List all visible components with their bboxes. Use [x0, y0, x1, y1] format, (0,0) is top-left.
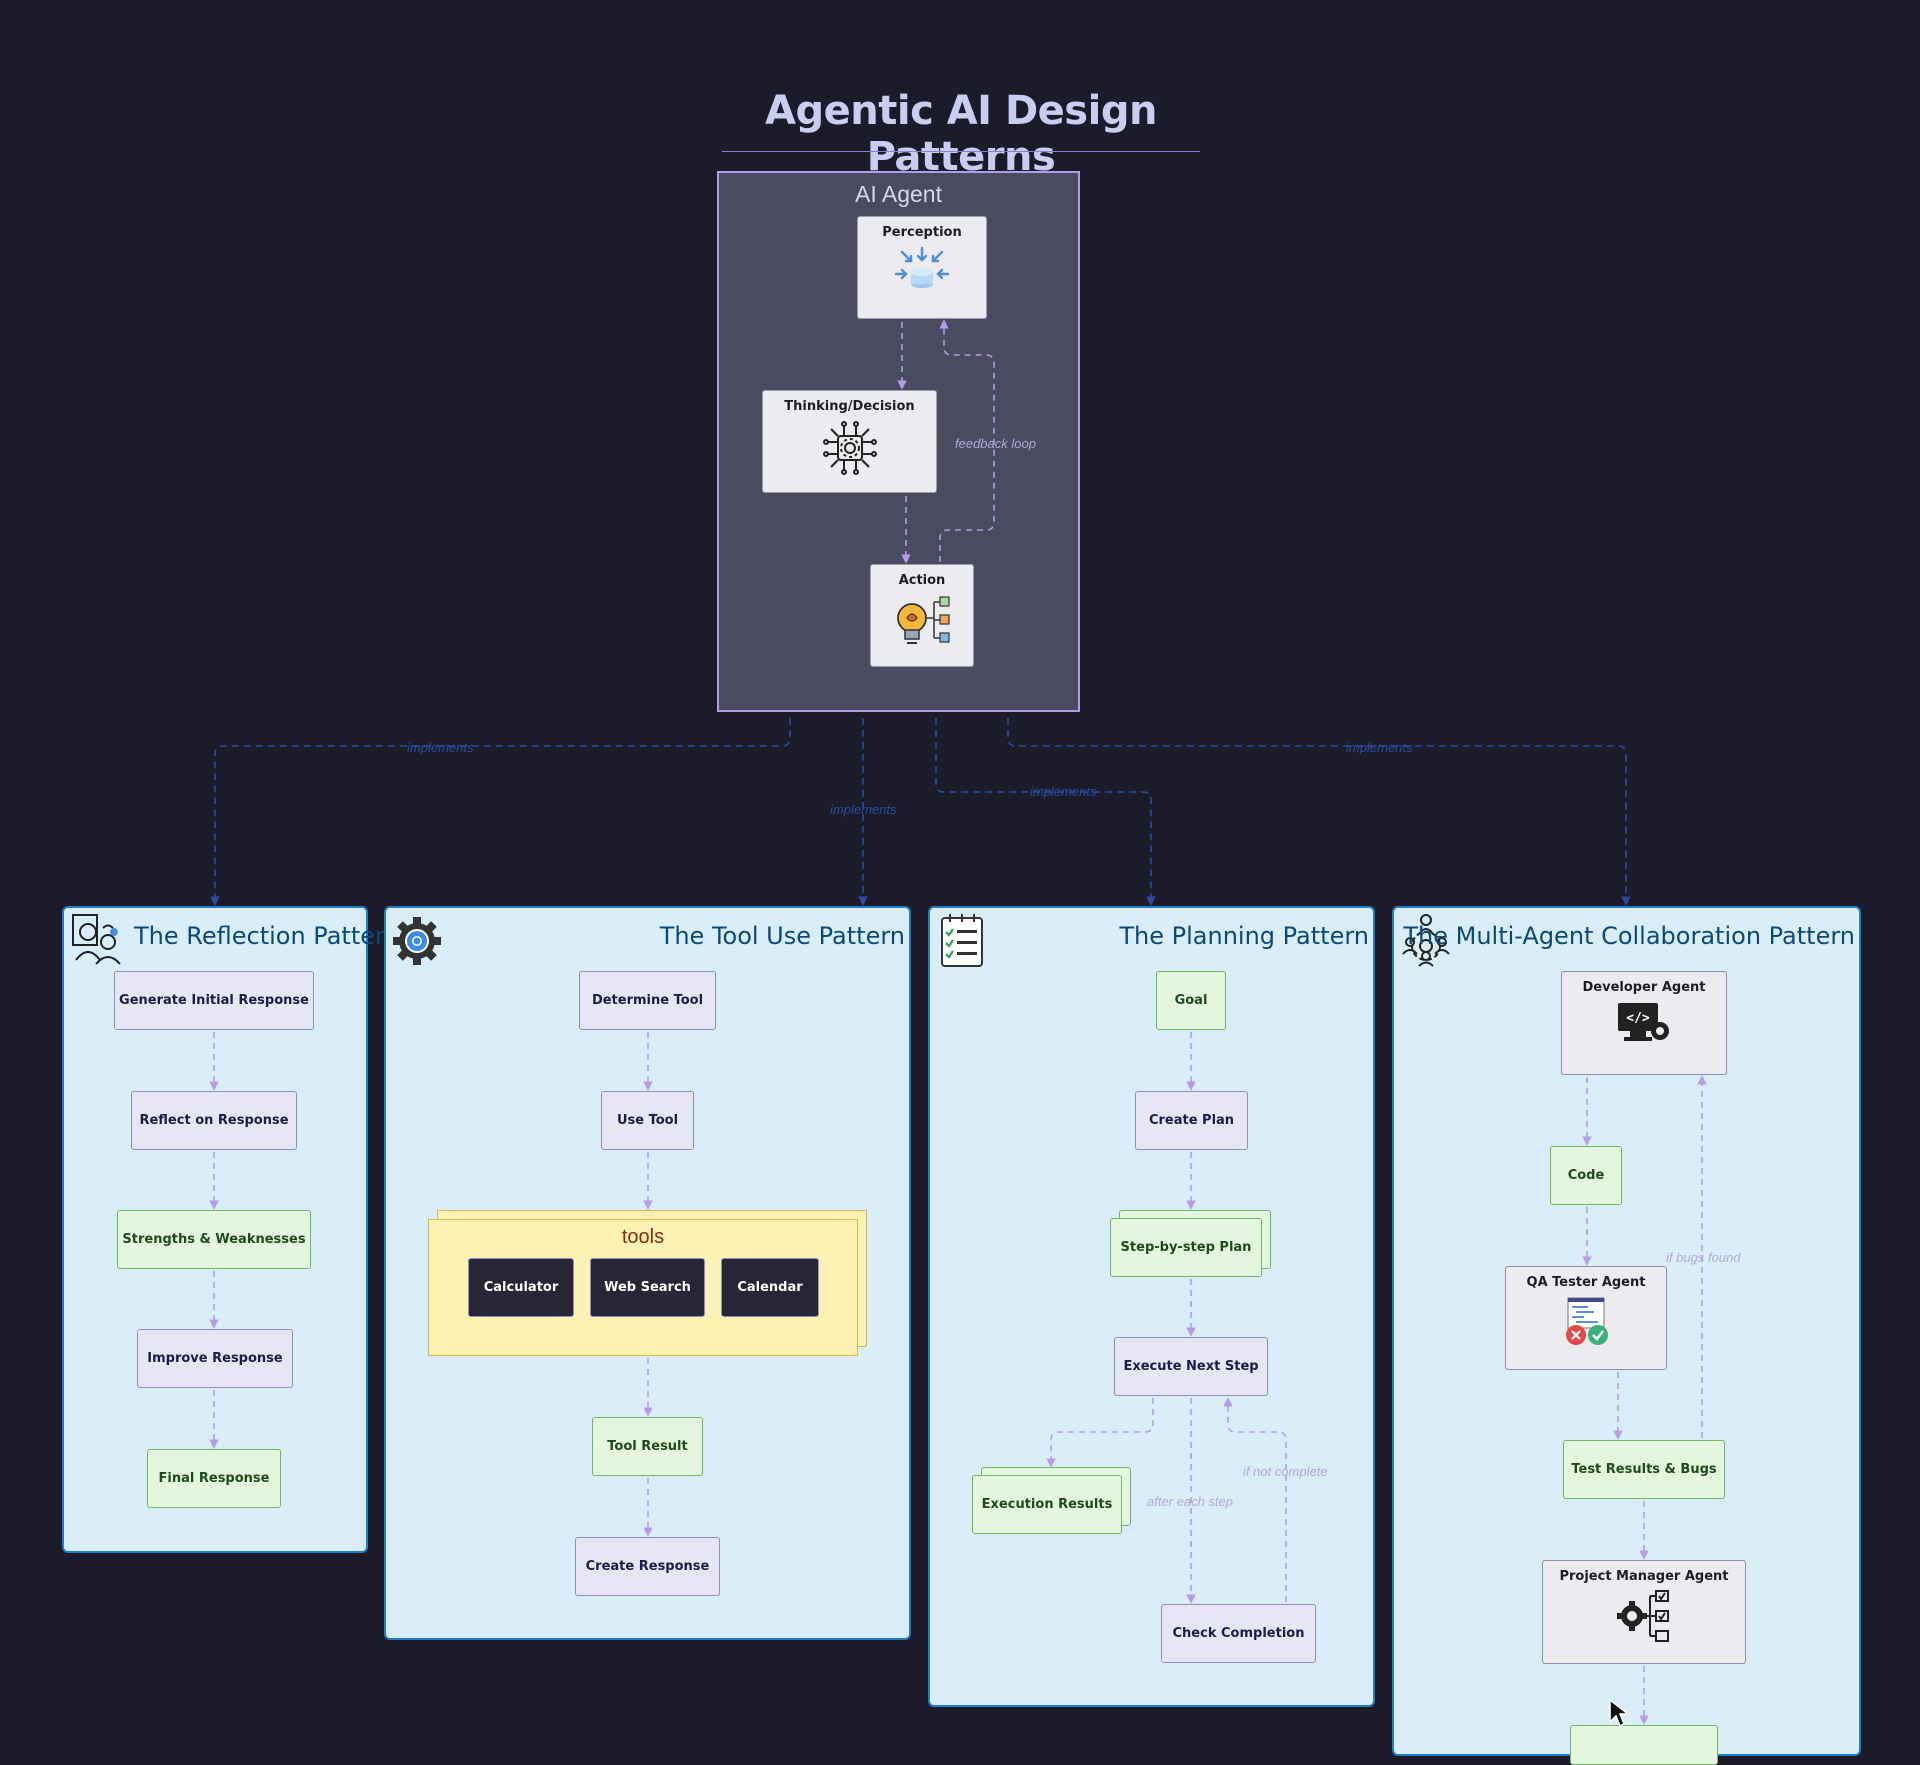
code-monitor-icon: </> [1618, 1003, 1669, 1041]
execution-results-node[interactable]: Execution Results [972, 1475, 1122, 1534]
page-title: Agentic AI Design Patterns [765, 88, 1157, 180]
action-label: Action [898, 573, 946, 588]
implements-edge-reflection [210, 718, 791, 906]
planning-pattern-title: The Planning Pattern [1119, 922, 1369, 950]
lightbulb-idea-icon [897, 596, 950, 644]
gear-browser-icon [393, 917, 441, 965]
reflection-pattern-title: The Reflection Pattern [134, 922, 400, 950]
project-manager-agent-node[interactable]: Project Manager Agent [1542, 1560, 1746, 1664]
developer-agent-node[interactable]: Developer Agent </> [1561, 971, 1727, 1075]
mouse-cursor-icon [1609, 1698, 1630, 1728]
determine-tool-node[interactable]: Determine Tool [579, 971, 716, 1030]
final-response-node[interactable]: Final Response [147, 1449, 281, 1508]
step-by-step-plan-node[interactable]: Step-by-step Plan [1110, 1218, 1262, 1277]
goal-node[interactable]: Goal [1156, 971, 1226, 1030]
multi-agent-pattern-title: The Multi-Agent Collaboration Pattern [1403, 922, 1855, 950]
tools-group-label: tools [621, 1226, 665, 1248]
implements-edge-multi-agent [1007, 718, 1631, 906]
gear-checklist-icon [1617, 1590, 1669, 1642]
improve-response-node[interactable]: Improve Response [137, 1329, 293, 1388]
implements-label-planning: implements [1028, 784, 1099, 799]
tool-use-pattern-title: The Tool Use Pattern [659, 922, 905, 950]
ai-agent-title: AI Agent [855, 181, 942, 207]
ai-chip-brain-icon [822, 421, 877, 475]
web-search-tool-node[interactable]: Web Search [590, 1258, 705, 1317]
data-input-icon [894, 246, 950, 288]
tool-result-node[interactable]: Tool Result [592, 1417, 703, 1476]
thinking-decision-node[interactable]: Thinking/Decision [762, 390, 937, 493]
use-tool-node[interactable]: Use Tool [601, 1091, 694, 1150]
person-reflection-icon [72, 914, 121, 965]
checklist-icon [941, 914, 983, 967]
implements-label-multi-agent: implements [1344, 740, 1415, 755]
if-not-complete-label: if not complete [1243, 1464, 1328, 1479]
planning-pattern-panel: The Planning Pattern [928, 906, 1375, 1707]
strengths-weaknesses-node[interactable]: Strengths & Weaknesses [117, 1210, 311, 1269]
reflect-on-response-node[interactable]: Reflect on Response [131, 1091, 297, 1150]
implements-label-tool-use: implements [828, 802, 899, 817]
check-completion-node[interactable]: Check Completion [1161, 1604, 1316, 1663]
test-results-bugs-node[interactable]: Test Results & Bugs [1563, 1440, 1725, 1499]
project-manager-agent-label: Project Manager Agent [1559, 1569, 1729, 1584]
code-node[interactable]: Code [1550, 1146, 1622, 1205]
feedback-loop-label: feedback loop [955, 436, 1036, 451]
calculator-tool-node[interactable]: Calculator [468, 1258, 574, 1317]
generate-initial-response-node[interactable]: Generate Initial Response [114, 971, 314, 1030]
final-output-node-partial[interactable] [1570, 1725, 1718, 1765]
qa-tester-agent-node[interactable]: QA Tester Agent [1505, 1266, 1667, 1370]
thinking-decision-label: Thinking/Decision [784, 399, 915, 414]
qa-tester-agent-label: QA Tester Agent [1526, 1275, 1646, 1290]
implements-edge-planning [935, 718, 1156, 906]
developer-agent-label: Developer Agent [1582, 980, 1706, 995]
calendar-tool-node[interactable]: Calendar [721, 1258, 819, 1317]
action-node[interactable]: Action [870, 564, 974, 667]
execute-next-step-node[interactable]: Execute Next Step [1114, 1337, 1268, 1396]
svg-text:</>: </> [1626, 1011, 1650, 1026]
title-underline [722, 151, 1200, 152]
create-plan-node[interactable]: Create Plan [1135, 1091, 1248, 1150]
create-response-node[interactable]: Create Response [575, 1537, 720, 1596]
after-each-step-label: after each step [1147, 1494, 1233, 1509]
implements-label-reflection: implements [405, 740, 476, 755]
team-gear-icon [1402, 914, 1450, 967]
if-bugs-found-label: if bugs found [1666, 1250, 1741, 1265]
test-pass-fail-icon [1566, 1297, 1608, 1345]
perception-node[interactable]: Perception [857, 216, 987, 319]
perception-label: Perception [882, 225, 962, 240]
